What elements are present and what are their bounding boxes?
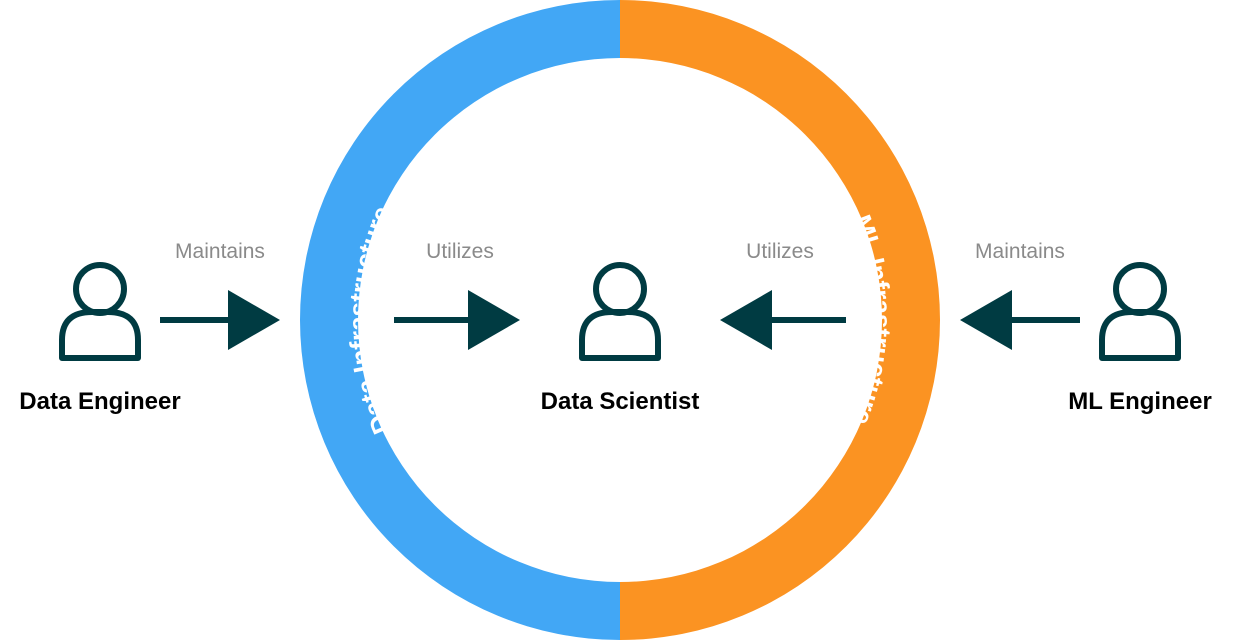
edge-label-utilizes: Utilizes [426, 240, 494, 263]
data-engineer-node: Data Engineer [19, 262, 181, 415]
person-icon [1099, 262, 1181, 361]
edge-ml-infra-utilizes: Utilizes [720, 240, 846, 350]
person-icon [579, 262, 661, 361]
ml-engineer-label: ML Engineer [1068, 388, 1212, 415]
edge-label-utilizes: Utilizes [746, 240, 814, 263]
edge-label-maintains: Maintains [975, 240, 1065, 263]
edge-data-engineer-maintains: Maintains [160, 240, 280, 350]
arrow-right-icon [394, 290, 520, 350]
ml-engineer-node: ML Engineer [1068, 262, 1212, 415]
ml-infrastructure-segment [620, 0, 940, 640]
arrow-right-icon [160, 290, 280, 350]
data-scientist-label: Data Scientist [541, 388, 700, 415]
edge-label-maintains: Maintains [175, 240, 265, 263]
edge-data-infra-utilizes: Utilizes [394, 240, 520, 350]
data-infrastructure-segment [300, 0, 620, 640]
edge-ml-engineer-maintains: Maintains [960, 240, 1080, 350]
person-icon [59, 262, 141, 361]
arrow-left-icon [960, 290, 1080, 350]
data-scientist-node: Data Scientist [541, 262, 700, 415]
data-engineer-label: Data Engineer [19, 388, 180, 415]
arrow-left-icon [720, 290, 846, 350]
